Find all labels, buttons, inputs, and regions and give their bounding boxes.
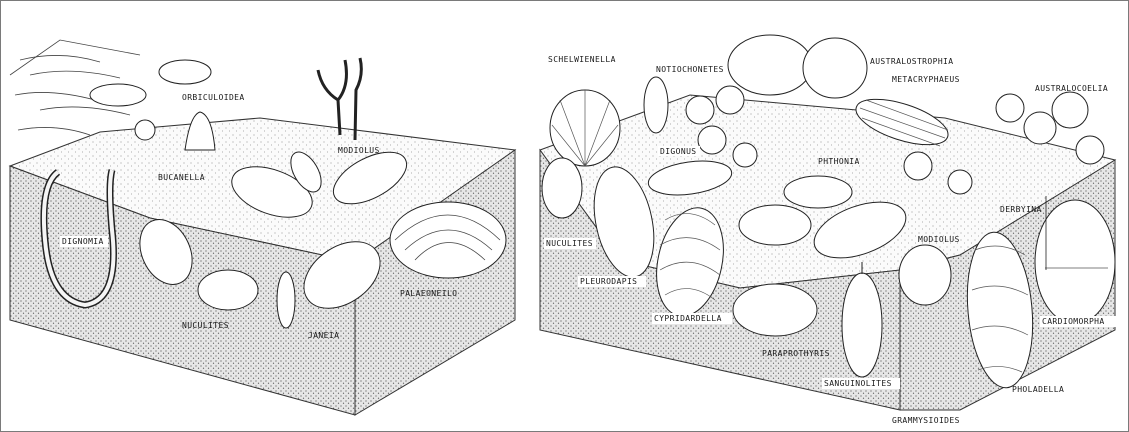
label-nuculites-left: NUCULITES xyxy=(182,321,229,330)
label-modiolus-left: MODIOLUS xyxy=(338,146,380,155)
bucanella-shell xyxy=(135,120,155,140)
label-nuculites-right: NUCULITES xyxy=(546,239,593,248)
label-cardiomorpha: CARDIOMORPHA xyxy=(1042,317,1105,326)
orbiculoidea-shell xyxy=(90,84,146,106)
label-grammysioides: GRAMMYSIOIDES xyxy=(892,416,960,425)
label-phthonia: PHTHONIA xyxy=(818,157,860,166)
sanguinolites-shell xyxy=(842,273,882,377)
nuculites-right-shell xyxy=(542,158,582,218)
label-notiochonetes: NOTIOCHONETES xyxy=(656,65,724,74)
label-orbiculoidea: ORBICULOIDEA xyxy=(182,93,245,102)
label-pleurodapis: PLEURODAPIS xyxy=(580,277,637,286)
label-digonus: DIGONUS xyxy=(660,147,697,156)
label-schelwienella: SCHELWIENELLA xyxy=(548,55,616,64)
label-palaeoneilo: PALAEONEILO xyxy=(400,289,457,298)
label-derbyina: DERBYINA xyxy=(1000,205,1042,214)
paraprothyris-shell xyxy=(733,284,817,336)
cardiomorpha-shell xyxy=(1035,200,1115,324)
palaeoneilo-shell xyxy=(390,202,506,278)
label-pholadella: PHOLADELLA xyxy=(1012,385,1064,394)
label-sanguinolites: SANGUINOLITES xyxy=(824,379,892,388)
janeia-shell xyxy=(277,272,295,328)
australocoelia-shell xyxy=(996,94,1024,122)
label-australostrophia: AUSTRALOSTROPHIA xyxy=(870,57,953,66)
label-paraprothyris: PARAPROTHYRIS xyxy=(762,349,830,358)
label-cypridardella: CYPRIDARDELLA xyxy=(654,314,722,323)
australostrophia-shell xyxy=(728,35,812,95)
label-australocoelia: AUSTRALOCOELIA xyxy=(1035,84,1108,93)
label-dignomia: DIGNOMIA xyxy=(62,237,104,246)
label-bucanella: BUCANELLA xyxy=(158,173,205,182)
label-modiolus-right: MODIOLUS xyxy=(918,235,960,244)
nuculites-shell xyxy=(198,270,258,310)
left-block xyxy=(10,40,515,415)
label-metacryphaeus: METACRYPHAEUS xyxy=(892,75,960,84)
label-janeia: JANEIA xyxy=(308,331,339,340)
notiochonetes-shell xyxy=(644,77,668,133)
phthonia-shell xyxy=(784,176,852,208)
